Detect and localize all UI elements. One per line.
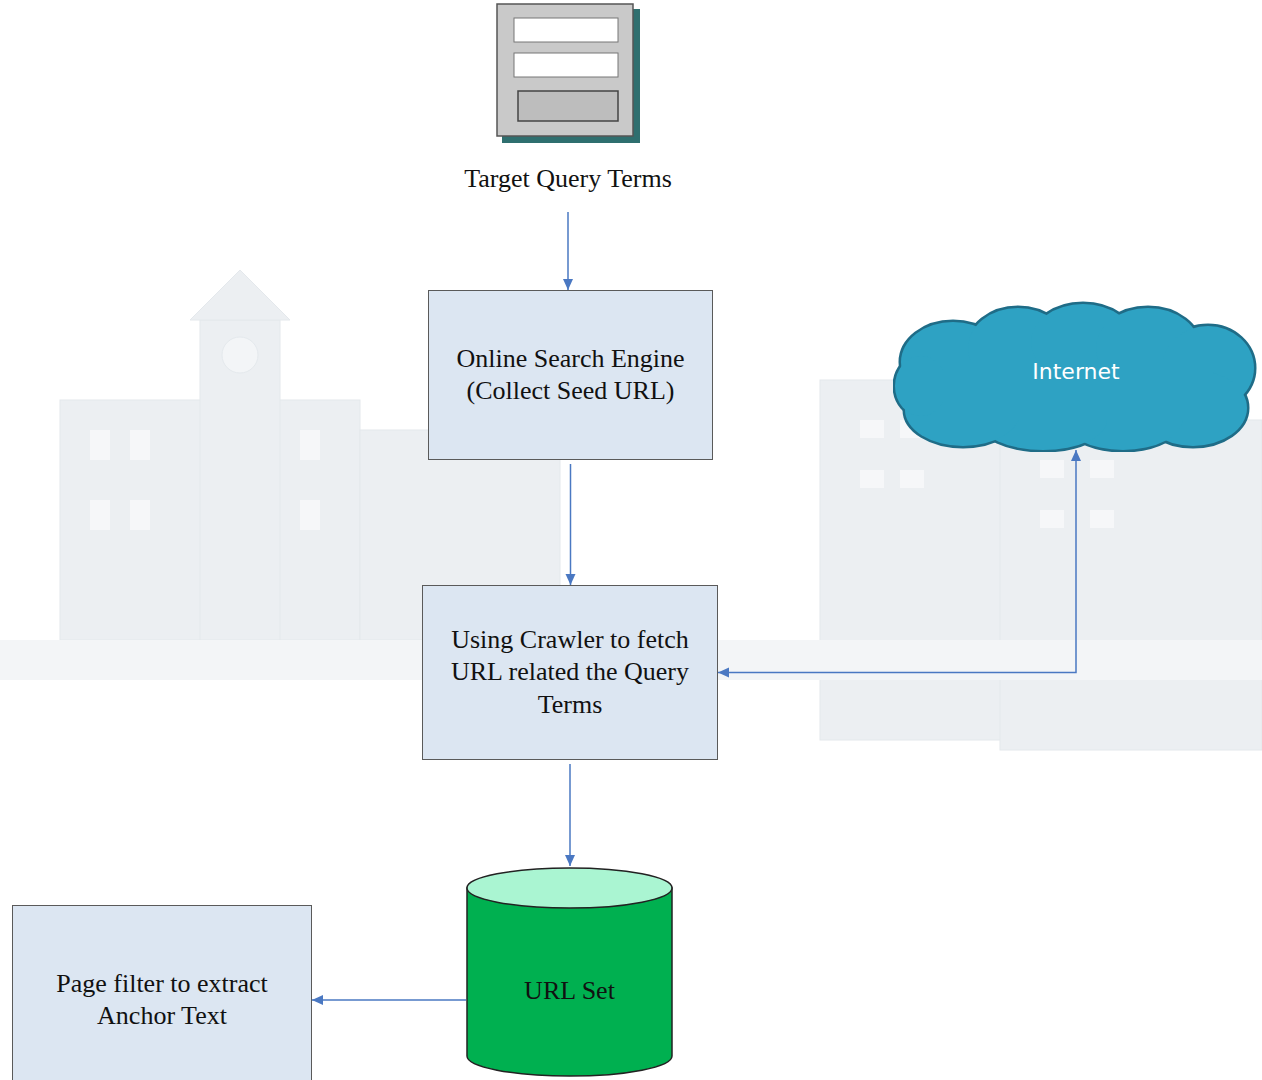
icon-field [514, 18, 618, 42]
node-label: Page filter to extract Anchor Text [27, 968, 297, 1033]
node-label: Internet [1032, 358, 1119, 386]
database-cylinder: URL Set [466, 866, 673, 1078]
box-text-wrap: Online Search Engine (Collect Seed URL) [443, 343, 698, 408]
connector [312, 999, 466, 1001]
box-text-wrap: Page filter to extract Anchor Text [27, 968, 297, 1033]
connector [718, 450, 1076, 673]
process-box: Using Crawler to fetch URL related the Q… [422, 585, 718, 760]
watermark-buildings [0, 270, 1262, 750]
node-label: Using Crawler to fetch URL related the Q… [437, 624, 703, 722]
node-label: URL Set [524, 975, 615, 1008]
connector [569, 764, 571, 866]
connector [567, 212, 569, 290]
icon-field [514, 53, 618, 77]
icon-button [518, 91, 618, 121]
cylinder-top [467, 868, 672, 908]
cylinder-shape [466, 866, 673, 1078]
form-icon-node: Target Query Terms [430, 3, 706, 208]
process-box: Page filter to extract Anchor Text [12, 905, 312, 1080]
cloud-lobe [895, 356, 947, 416]
cloud-outline [895, 304, 1254, 450]
cylinder-body [467, 888, 672, 1076]
cloud-lobe [895, 356, 947, 416]
process-box: Online Search Engine (Collect Seed URL) [428, 290, 713, 460]
box-text-wrap: Using Crawler to fetch URL related the Q… [437, 624, 703, 722]
icon-panel [497, 4, 633, 136]
connector [570, 464, 572, 585]
form-icon [496, 3, 642, 145]
internet-cloud: Internet [893, 300, 1259, 452]
node-label: Target Query Terms [430, 163, 706, 196]
cloud-fill [895, 304, 1254, 450]
node-label: Online Search Engine (Collect Seed URL) [443, 343, 698, 408]
